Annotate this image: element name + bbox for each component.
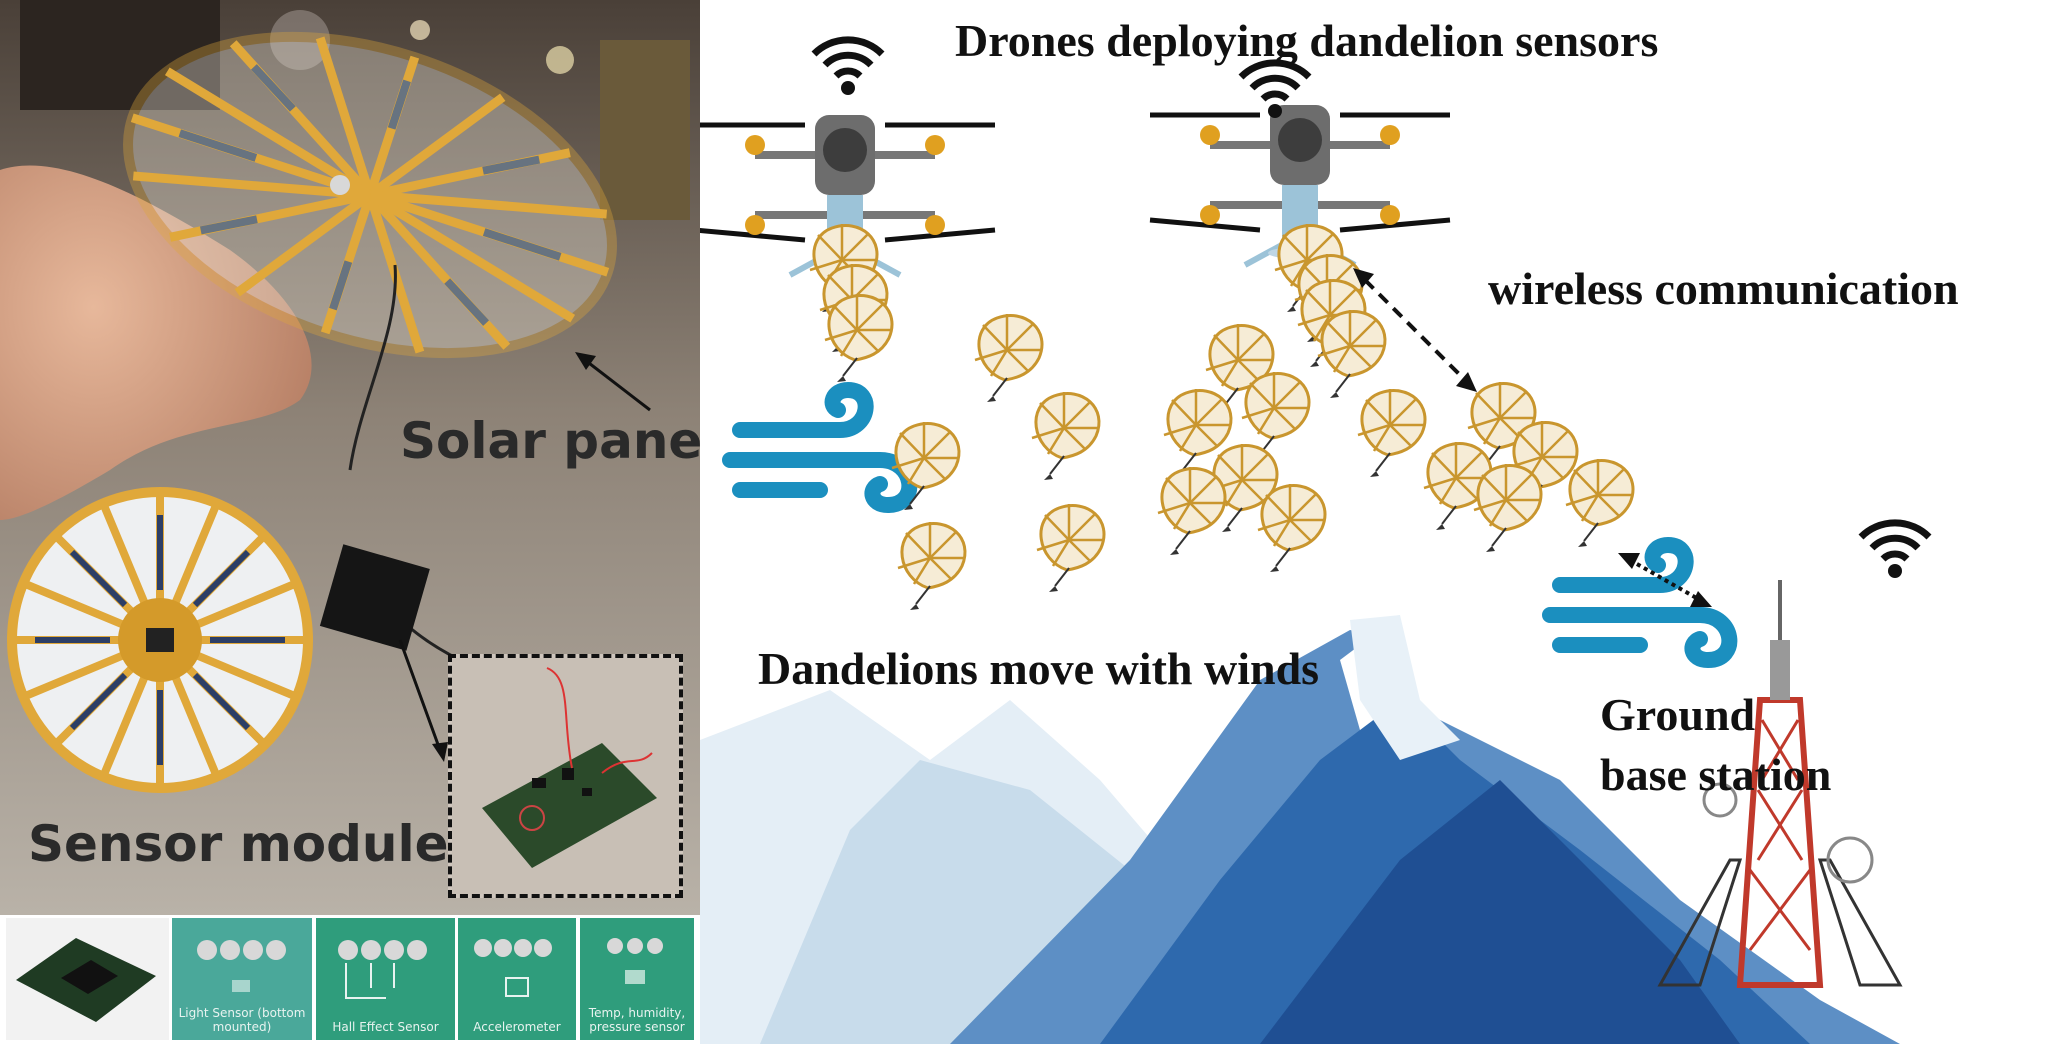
sensor-tile-environment: Temp, humidity, pressure sensor (580, 918, 694, 1040)
ground-base-station-tower (1657, 580, 1903, 988)
hand (0, 165, 312, 521)
sensor-tile-chip (6, 918, 169, 1040)
sensor-modules-label: Sensor modules (28, 815, 479, 873)
module-arrow (398, 639, 442, 751)
sensor-chip (319, 544, 430, 651)
ground-label: Ground (1600, 689, 1756, 740)
photo-illustration (0, 0, 700, 915)
wireless-communication-label: wireless communication (1488, 263, 1959, 314)
sensor-tile-light: Light Sensor (bottom mounted) (172, 918, 312, 1040)
dandelions-move-label: Dandelions move with winds (758, 643, 1320, 694)
sensor-tile-strip: Light Sensor (bottom mounted) Hall Effec… (0, 915, 700, 1044)
solar-panel (123, 31, 617, 359)
pcb-inset (448, 654, 683, 898)
pcb-board (482, 743, 657, 868)
sensor-tile-accelerometer: Accelerometer (458, 918, 576, 1040)
solar-panel-label: Solar panel (400, 412, 700, 470)
diagram-title: Drones deploying dandelion sensors (955, 15, 1659, 66)
mountain-range (700, 615, 1900, 1044)
wifi-icon (1861, 523, 1929, 578)
sensor-module-disc (7, 487, 313, 793)
base-station-label: base station (1600, 749, 1832, 800)
sensor-tile-hall: Hall Effect Sensor (316, 918, 455, 1040)
prototype-photo: Solar panel Sensor modules Li (0, 0, 700, 1044)
wifi-icon (814, 40, 882, 95)
solar-arrow (584, 358, 651, 412)
wind-icon (730, 390, 909, 505)
deployment-scene: Drones deploying dandelion sensors wirel… (700, 0, 2060, 1044)
wireless-link-arrow (1353, 268, 1477, 392)
base-station-link-arrow (1618, 553, 1712, 607)
